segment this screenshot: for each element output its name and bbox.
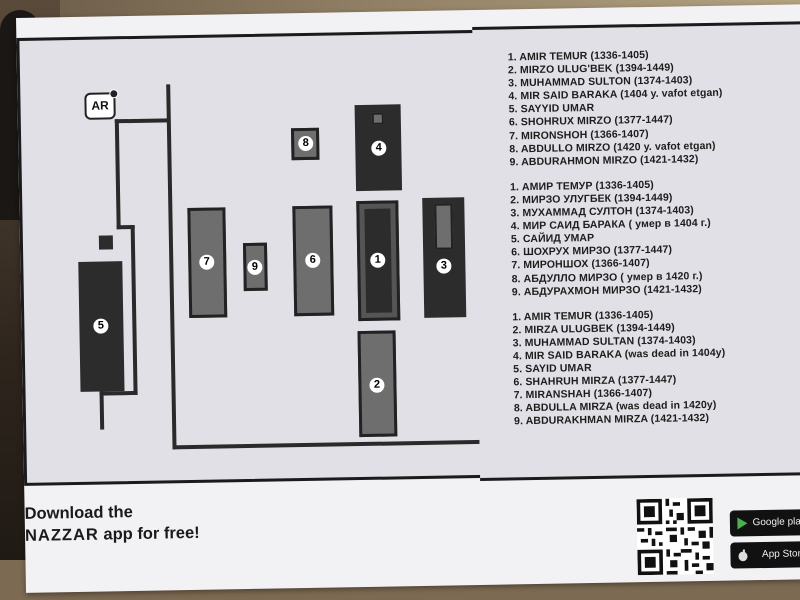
ar-badge[interactable]: AR bbox=[84, 89, 119, 120]
brand-name: NAZZAR bbox=[24, 525, 100, 545]
list-uzbek: 1. AMIR TEMUR (1336-1405) 2. MIRZO ULUG'… bbox=[508, 48, 724, 170]
tomb-4-marker bbox=[371, 112, 384, 125]
download-promo: Download the NAZZAR app for free! bbox=[24, 500, 199, 547]
app-store-label: App Store bbox=[761, 548, 800, 561]
names-panel: 1. AMIR TEMUR (1336-1405) 2. MIRZO ULUG'… bbox=[472, 21, 800, 481]
mausoleum-map: AR 5 7 9 6 8 4 1 bbox=[16, 29, 487, 486]
promo-line-2-rest: app for free! bbox=[98, 523, 200, 544]
promo-line-1: Download the bbox=[24, 503, 133, 523]
list-russian: 1. АМИР ТЕМУР (1336-1405) 2. МИРЗО УЛУГБ… bbox=[510, 178, 726, 300]
list-item: 9. ABDURAHMON MIRZO (1421-1432) bbox=[509, 152, 699, 169]
google-play-label: Google play bbox=[752, 516, 800, 529]
list-english: 1. AMIR TEMUR (1336-1405) 2. MIRZA ULUGB… bbox=[512, 307, 728, 429]
tomb-3-inner bbox=[434, 203, 454, 250]
small-block bbox=[98, 235, 114, 250]
wall-inner-vertical bbox=[114, 119, 121, 230]
wall-outer-vertical bbox=[166, 84, 177, 450]
ar-dot-icon bbox=[109, 89, 119, 99]
google-play-icon bbox=[737, 517, 748, 530]
info-board: AR 5 7 9 6 8 4 1 bbox=[16, 4, 800, 593]
apple-icon bbox=[738, 549, 748, 562]
qr-code-icon[interactable] bbox=[636, 497, 714, 576]
names-lists: 1. AMIR TEMUR (1336-1405) 2. MIRZO ULUG'… bbox=[508, 48, 729, 441]
wall-inner-top bbox=[114, 118, 169, 124]
list-item: 9. ABDURAKHMAN MIRZA (1421-1432) bbox=[514, 412, 710, 428]
wall-bottom bbox=[172, 439, 483, 450]
ar-badge-label: AR bbox=[91, 98, 109, 113]
app-store-button[interactable]: App Store bbox=[730, 541, 800, 569]
wall-lower-end bbox=[99, 391, 105, 430]
wall-lower-step bbox=[99, 390, 138, 396]
wall-lower-vertical bbox=[130, 224, 138, 396]
promo-line-2: NAZZAR app for free! bbox=[25, 522, 200, 547]
google-play-button[interactable]: Google play bbox=[729, 509, 800, 537]
